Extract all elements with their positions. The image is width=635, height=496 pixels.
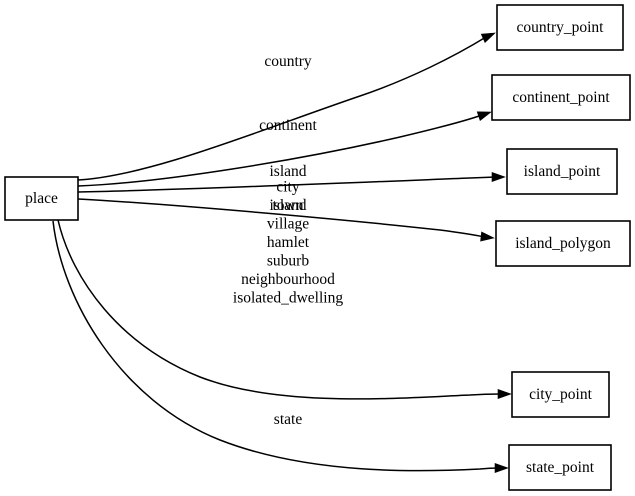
node-box-island_point[interactable] — [506, 148, 618, 195]
node-box-country_point[interactable] — [496, 4, 624, 51]
node-box-city_point[interactable] — [511, 371, 610, 418]
node-label-state_point: state_point — [526, 459, 595, 476]
edge-arrowhead — [494, 462, 509, 474]
edge-line — [52, 220, 500, 472]
node-box-island_polygon[interactable] — [495, 220, 631, 267]
edge-label-place-to-continent_point: continent — [259, 117, 317, 134]
edge-line — [77, 198, 486, 238]
edge-label-place-to-country_point: country — [264, 53, 312, 70]
nodes-layer: place country_point continent_point island_… — [4, 4, 631, 491]
edge-arrowhead — [480, 231, 495, 242]
edge-place-to-island_polygon — [77, 198, 495, 242]
edge-label-line: town — [273, 197, 304, 214]
node-label-city_point: city_point — [529, 386, 593, 403]
edge-place-to-island_point — [77, 171, 506, 193]
edge-label-place-to-state_point: state — [274, 411, 303, 428]
edge-label-line: neighbourhood — [241, 271, 335, 288]
node-label-country_point: country_point — [517, 19, 605, 36]
edge-label-place-to-island_polygon: island — [269, 197, 306, 214]
node-box-state_point[interactable] — [508, 444, 612, 491]
edge-label-line: country — [264, 53, 312, 70]
node-city_point[interactable]: city_point — [511, 371, 610, 418]
node-island_point[interactable]: island_point — [506, 148, 618, 195]
edge-label-line: hamlet — [267, 234, 310, 251]
node-continent_point[interactable]: continent_point — [491, 74, 631, 121]
edge-place-to-state_point — [52, 220, 509, 474]
node-box-continent_point[interactable] — [491, 74, 631, 121]
edge-arrowhead — [476, 111, 492, 121]
node-state_point[interactable]: state_point — [508, 444, 612, 491]
edge-label-line: island — [269, 197, 306, 214]
edge-label-line: continent — [259, 117, 317, 134]
edge-label-line: suburb — [267, 252, 309, 269]
edge-place-to-city_point — [57, 219, 512, 400]
edge-arrowhead — [491, 171, 506, 183]
edge-place-to-continent_point — [77, 111, 492, 187]
edge-label-place-to-island_point: island — [269, 163, 306, 180]
edge-place-to-country_point — [77, 32, 496, 181]
node-label-continent_point: continent_point — [512, 89, 610, 106]
node-label-place: place — [25, 190, 58, 207]
edge-label-line: state — [274, 411, 303, 428]
edge-label-line: city — [276, 178, 299, 195]
node-box-place[interactable] — [4, 176, 79, 221]
edge-line — [57, 219, 502, 400]
edges-layer — [52, 32, 512, 474]
edge-arrowhead — [497, 388, 512, 400]
node-label-island_point: island_point — [524, 163, 601, 180]
edge-line — [77, 36, 487, 181]
edge-arrowhead — [480, 32, 496, 43]
edge-line — [77, 114, 483, 187]
edge-line — [77, 176, 497, 193]
node-island_polygon[interactable]: island_polygon — [495, 220, 631, 267]
edge-label-line: isolated_dwelling — [233, 289, 343, 306]
node-label-island_polygon: island_polygon — [515, 235, 611, 252]
edge-label-line: island — [269, 163, 306, 180]
edge-label-line: village — [267, 215, 309, 232]
node-place[interactable]: place — [4, 176, 79, 221]
node-country_point[interactable]: country_point — [496, 4, 624, 51]
